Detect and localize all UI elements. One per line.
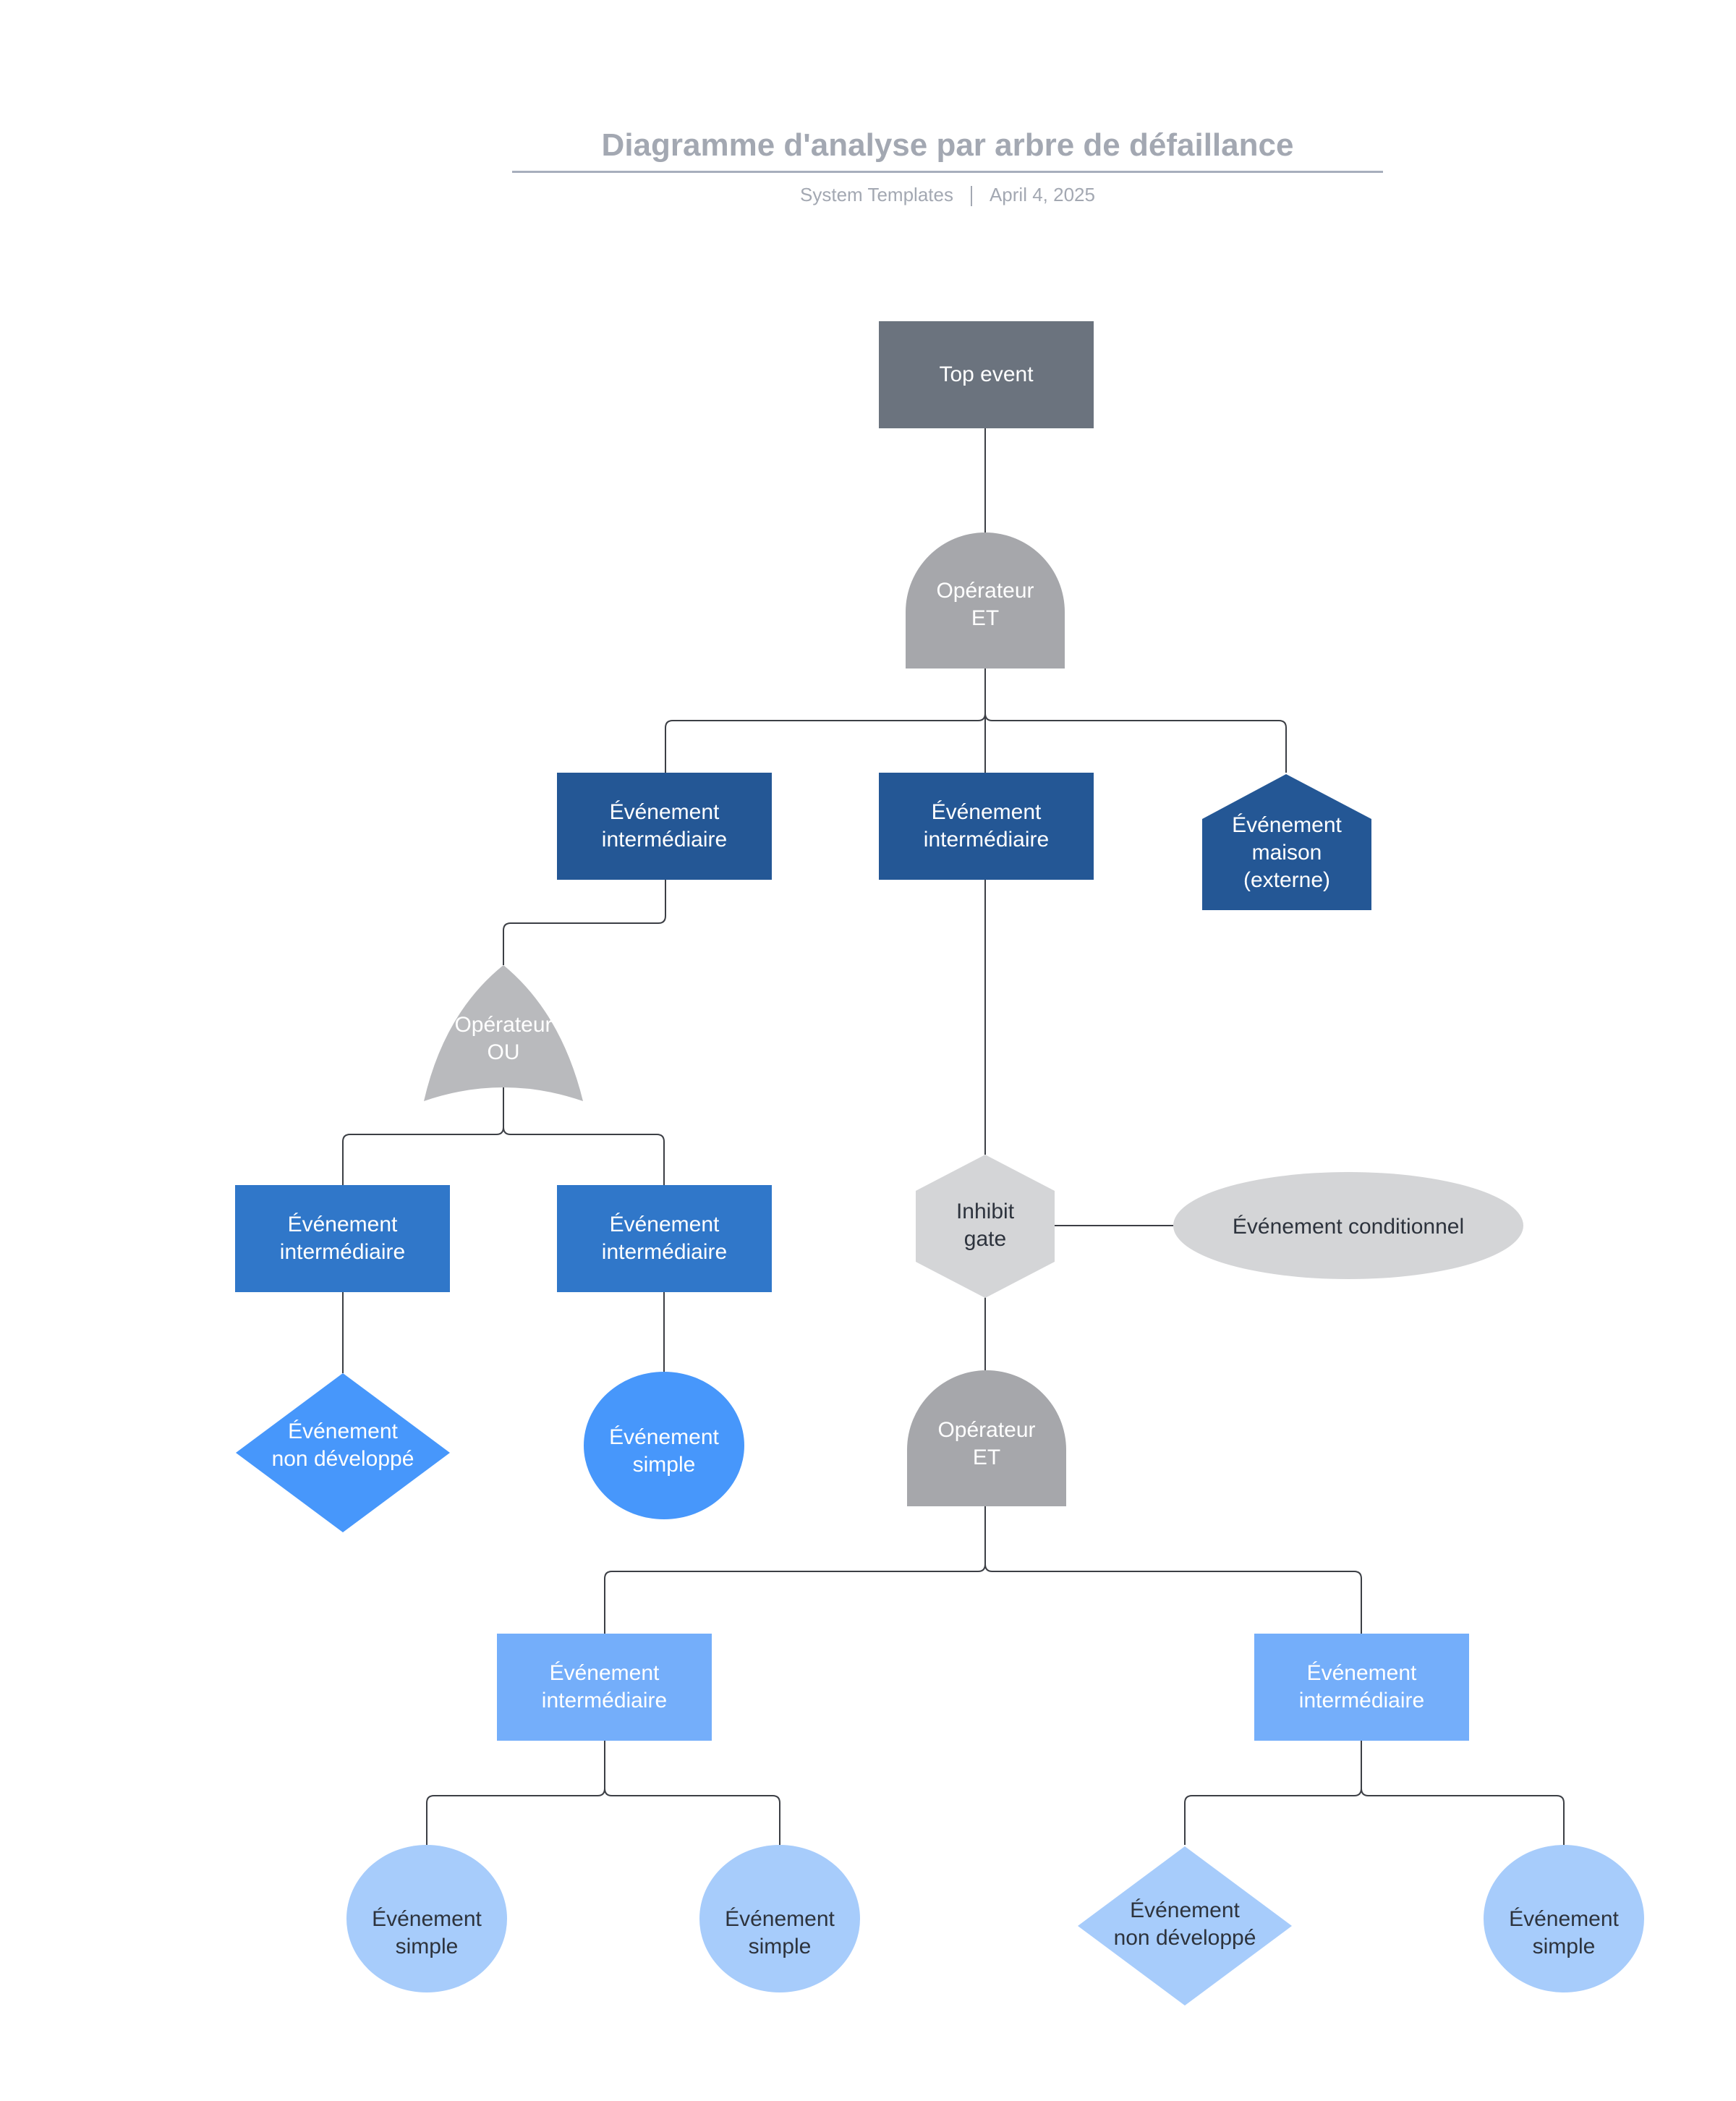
connector-and2-int-e <box>604 1506 986 1634</box>
intermediate-event-b-box[interactable] <box>879 773 1094 880</box>
connector-int-a-or <box>503 880 666 965</box>
connector-int-e-basic3 <box>604 1741 780 1845</box>
basic-event-3-shape[interactable] <box>699 1845 860 1992</box>
connector-or-int-d <box>503 1085 665 1185</box>
and-gate-1-shape[interactable] <box>906 532 1065 668</box>
intermediate-event-d-box[interactable] <box>557 1185 772 1292</box>
page-meta: System Templates April 4, 2025 <box>0 184 1736 207</box>
connector-int-f-basic4 <box>1361 1741 1565 1845</box>
page-title: Diagramme d'analyse par arbre de défaill… <box>601 127 1294 163</box>
meta-separator <box>970 186 972 207</box>
author-label: System Templates <box>800 184 953 205</box>
basic-event-4-shape[interactable] <box>1484 1845 1644 1992</box>
intermediate-event-f-box[interactable] <box>1254 1634 1469 1741</box>
house-event-shape[interactable] <box>1202 774 1371 910</box>
connector-and1-house <box>984 668 1287 773</box>
top-event-box[interactable] <box>879 321 1094 428</box>
connector-int-f-undeveloped2 <box>1184 1741 1362 1845</box>
connector-and1-int-a <box>665 668 986 773</box>
connector-int-e-basic2 <box>426 1741 605 1845</box>
inhibit-gate-shape[interactable] <box>916 1155 1055 1298</box>
basic-event-1-shape[interactable] <box>584 1372 744 1519</box>
connector-and2-int-f <box>984 1506 1362 1634</box>
intermediate-event-a-box[interactable] <box>557 773 772 880</box>
and-gate-2-shape[interactable] <box>907 1370 1066 1506</box>
or-gate-shape[interactable] <box>424 965 583 1101</box>
intermediate-event-e-box[interactable] <box>497 1634 712 1741</box>
connector-or-int-c <box>342 1085 504 1185</box>
conditional-event-shape[interactable] <box>1173 1172 1523 1279</box>
title-underline <box>512 171 1383 173</box>
date-label: April 4, 2025 <box>989 184 1095 205</box>
basic-event-2-shape[interactable] <box>346 1845 507 1992</box>
undeveloped-event-2-shape[interactable] <box>1078 1846 1292 2006</box>
connectors <box>342 428 1565 1845</box>
undeveloped-event-1-shape[interactable] <box>236 1373 450 1532</box>
intermediate-event-c-box[interactable] <box>235 1185 450 1292</box>
